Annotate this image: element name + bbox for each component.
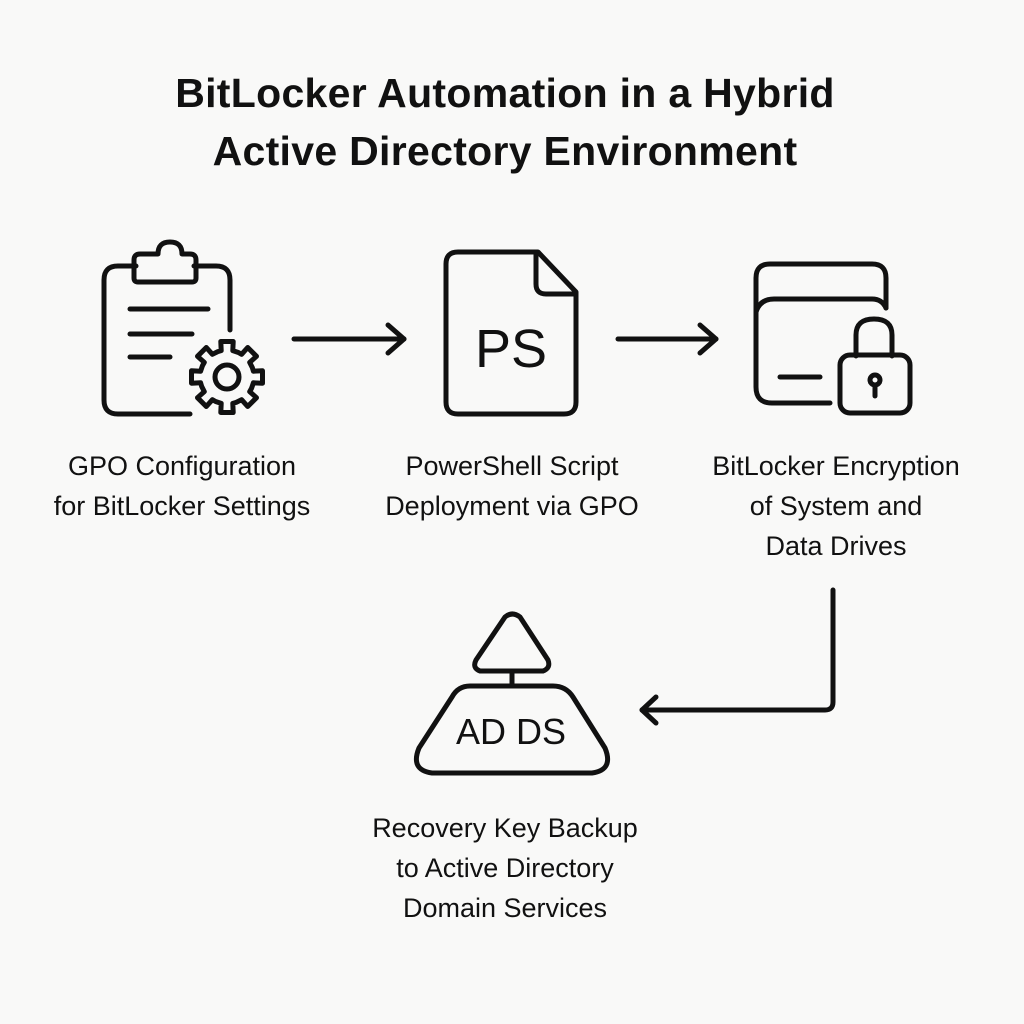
powershell-icon-text: PS <box>475 319 547 379</box>
gear-icon <box>189 339 265 415</box>
ad-ds-server-icon <box>413 611 611 776</box>
label-line: BitLocker Encryption <box>712 451 960 481</box>
clipboard-clip <box>131 239 199 285</box>
label-line: of System and <box>749 491 923 521</box>
trapezoid-base <box>413 683 611 776</box>
node-label-bitlocker: BitLocker Encryption of System and Data … <box>676 446 996 566</box>
clipboard-gear-icon <box>101 239 265 417</box>
node-label-powershell: PowerShell Script Deployment via GPO <box>352 446 672 526</box>
label-line: to Active Directory <box>396 853 614 883</box>
padlock-icon <box>837 316 913 416</box>
label-line: for BitLocker Settings <box>53 491 311 521</box>
arrow-powershell-to-bitlocker <box>615 322 719 356</box>
arrow-bitlocker-to-adds <box>639 587 836 726</box>
locked-drive-icon <box>753 261 913 416</box>
adds-icon-text: AD DS <box>456 711 566 752</box>
label-line: Recovery Key Backup <box>372 813 638 843</box>
label-line: Data Drives <box>765 531 907 561</box>
diagram-title: BitLocker Automation in a Hybrid Active … <box>0 64 1010 180</box>
title-line-1: BitLocker Automation in a Hybrid <box>175 70 835 116</box>
label-line: Domain Services <box>402 893 608 923</box>
node-label-adds: Recovery Key Backup to Active Directory … <box>345 808 665 928</box>
label-line: PowerShell Script <box>405 451 619 481</box>
title-line-2: Active Directory Environment <box>212 128 798 174</box>
label-line: Deployment via GPO <box>385 491 639 521</box>
clipboard-body <box>101 263 233 417</box>
node-label-gpo: GPO Configuration for BitLocker Settings <box>22 446 342 526</box>
label-line: GPO Configuration <box>67 451 297 481</box>
triangle-node <box>472 611 552 674</box>
arrow-gpo-to-powershell <box>291 322 407 356</box>
powershell-file-icon <box>443 249 579 417</box>
